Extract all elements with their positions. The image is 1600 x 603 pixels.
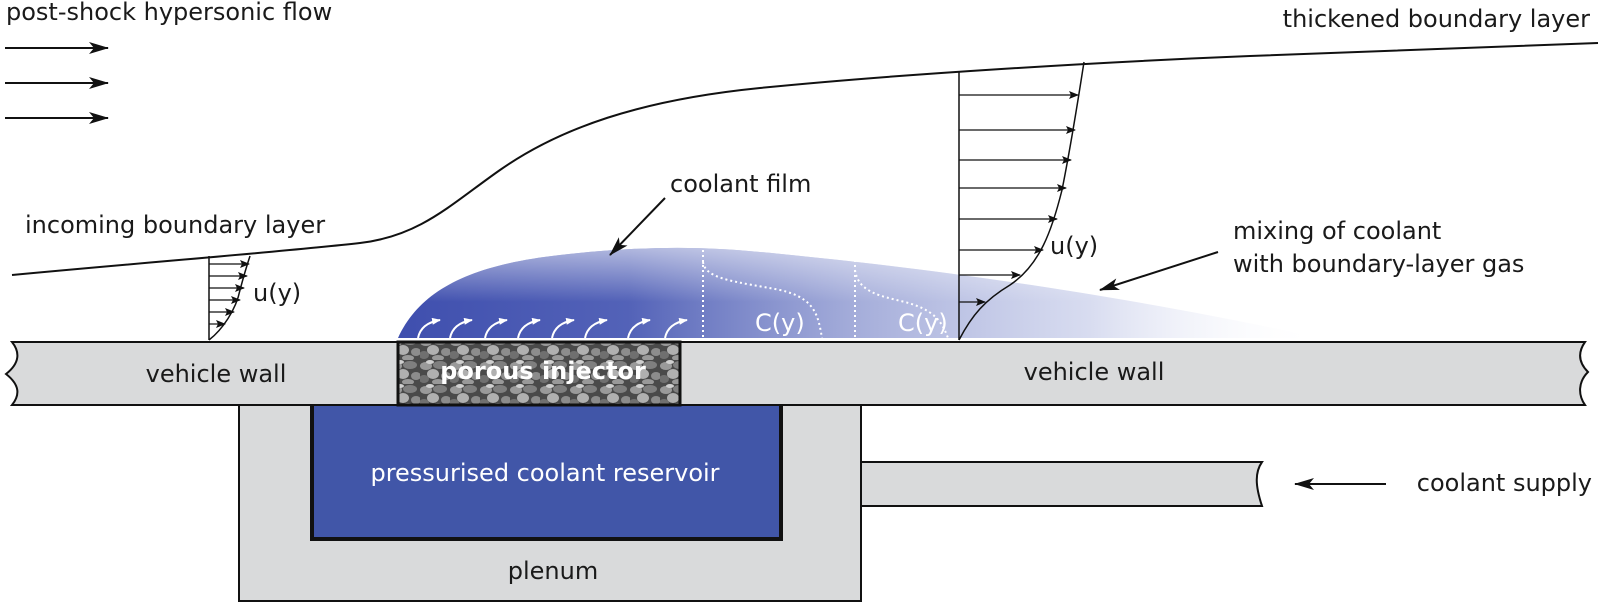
- incoming-velocity-profile: [208, 255, 251, 341]
- vehicle-wall-right-label: vehicle wall: [1024, 358, 1165, 386]
- plenum-label: plenum: [508, 557, 598, 585]
- concentration-profile-2: [854, 245, 949, 339]
- coolant-reservoir: [310, 401, 783, 541]
- c-profile-label-2: C(y): [898, 309, 948, 337]
- porous-injector-label: porous injector: [440, 357, 646, 385]
- reservoir-label: pressurised coolant reservoir: [370, 459, 719, 487]
- post-shock-flow-label: post-shock hypersonic flow: [6, 0, 332, 26]
- concentration-profile-1: [702, 240, 823, 339]
- boundary-layer-edge: [11, 42, 1599, 276]
- u-profile-label-1: u(y): [253, 279, 301, 307]
- porous-injector-block: [396, 340, 682, 407]
- thickened-bl-label: thickened boundary layer: [1283, 5, 1590, 33]
- mixing-label-line1: mixing of coolant: [1233, 217, 1441, 245]
- vehicle-wall-left-label: vehicle wall: [146, 360, 287, 388]
- mixing-label-line2: with boundary-layer gas: [1233, 250, 1524, 278]
- coolant-film-pointer: [609, 197, 666, 256]
- incoming-bl-label: incoming boundary layer: [25, 211, 325, 239]
- u-profile-label-2: u(y): [1050, 232, 1098, 260]
- coolant-film-region: [398, 247, 1320, 338]
- injection-arrows: [417, 317, 688, 339]
- c-profile-label-1: C(y): [755, 309, 805, 337]
- coolant-film-label: coolant film: [670, 170, 811, 198]
- downstream-velocity-profile: [958, 61, 1085, 341]
- coolant-supply-pipe: [860, 461, 1264, 507]
- coolant-supply-label: coolant supply: [1417, 469, 1592, 497]
- post-shock-flow-arrows: [5, 42, 109, 124]
- mixing-pointer: [1099, 251, 1219, 291]
